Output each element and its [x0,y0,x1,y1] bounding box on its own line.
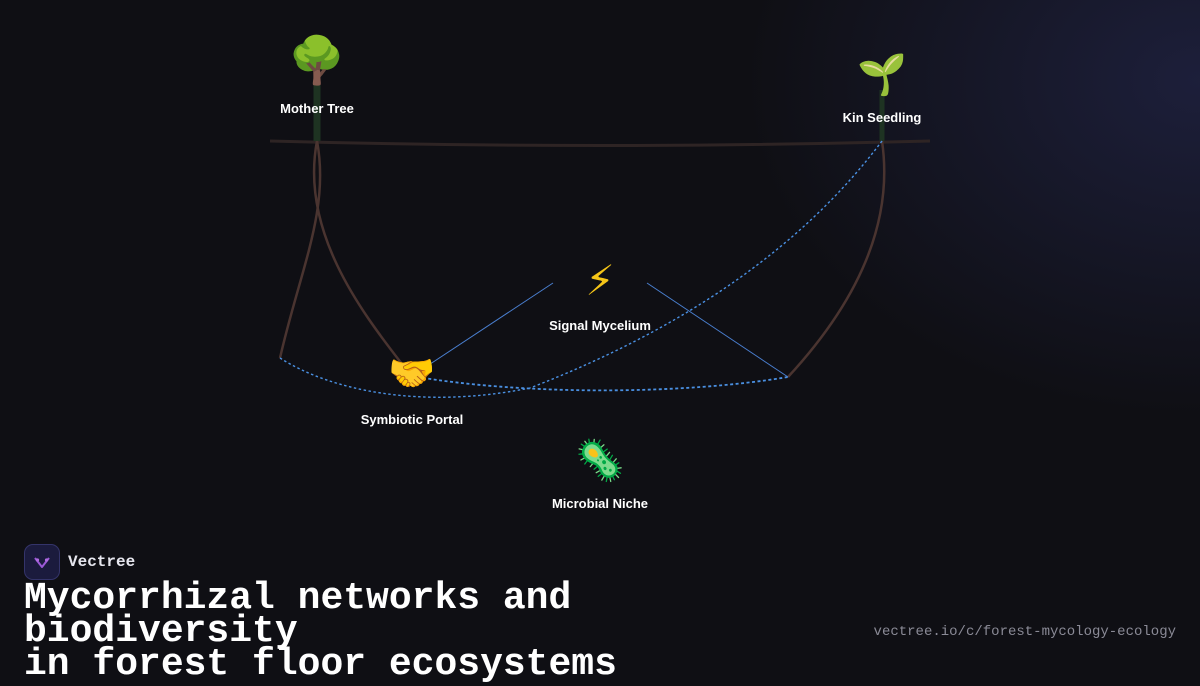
microbe-icon: 🦠 [575,437,625,484]
kin-seedling-root [787,140,886,378]
vectree-logo-icon [24,544,60,580]
mycelium-link-left-root [279,357,531,398]
signal-link-right [646,282,789,378]
node-microbial-niche: 🦠 Microbial Niche [552,437,648,511]
mycelium-link-portal-to-root [411,375,789,392]
node-label-symbiotic-portal: Symbiotic Portal [361,412,464,427]
seedling-icon: 🌱 [857,52,907,98]
mother-tree-root-left [278,140,322,359]
node-mother-tree: 🌳 Mother Tree [280,32,354,116]
node-label-signal-mycelium: Signal Mycelium [549,318,651,333]
soil-line [269,139,931,147]
title-line-1: Mycorrhizal networks and biodiversity [24,577,572,653]
node-label-microbial-niche: Microbial Niche [552,496,648,511]
source-url: vectree.io/c/forest-mycology-ecology [873,624,1176,640]
node-label-mother-tree: Mother Tree [280,101,354,116]
page-title: Mycorrhizal networks and biodiversity in… [24,577,864,686]
mycelium-link-seedling [529,140,883,389]
lightning-icon: ⚡ [585,256,615,305]
node-symbiotic-portal: 🤝 Symbiotic Portal [361,351,464,427]
node-signal-mycelium: ⚡ Signal Mycelium [549,256,651,333]
tree-icon: 🌳 [288,32,345,87]
signal-link-left [411,282,554,377]
title-line-2: in forest floor ecosystems [24,643,617,686]
handshake-icon: 🤝 [388,351,435,395]
mother-tree-root-right [312,140,403,365]
node-kin-seedling: 🌱 Kin Seedling [843,52,922,125]
brand-name: Vectree [68,553,136,571]
brand: Vectree [24,544,135,580]
node-label-kin-seedling: Kin Seedling [843,110,922,125]
